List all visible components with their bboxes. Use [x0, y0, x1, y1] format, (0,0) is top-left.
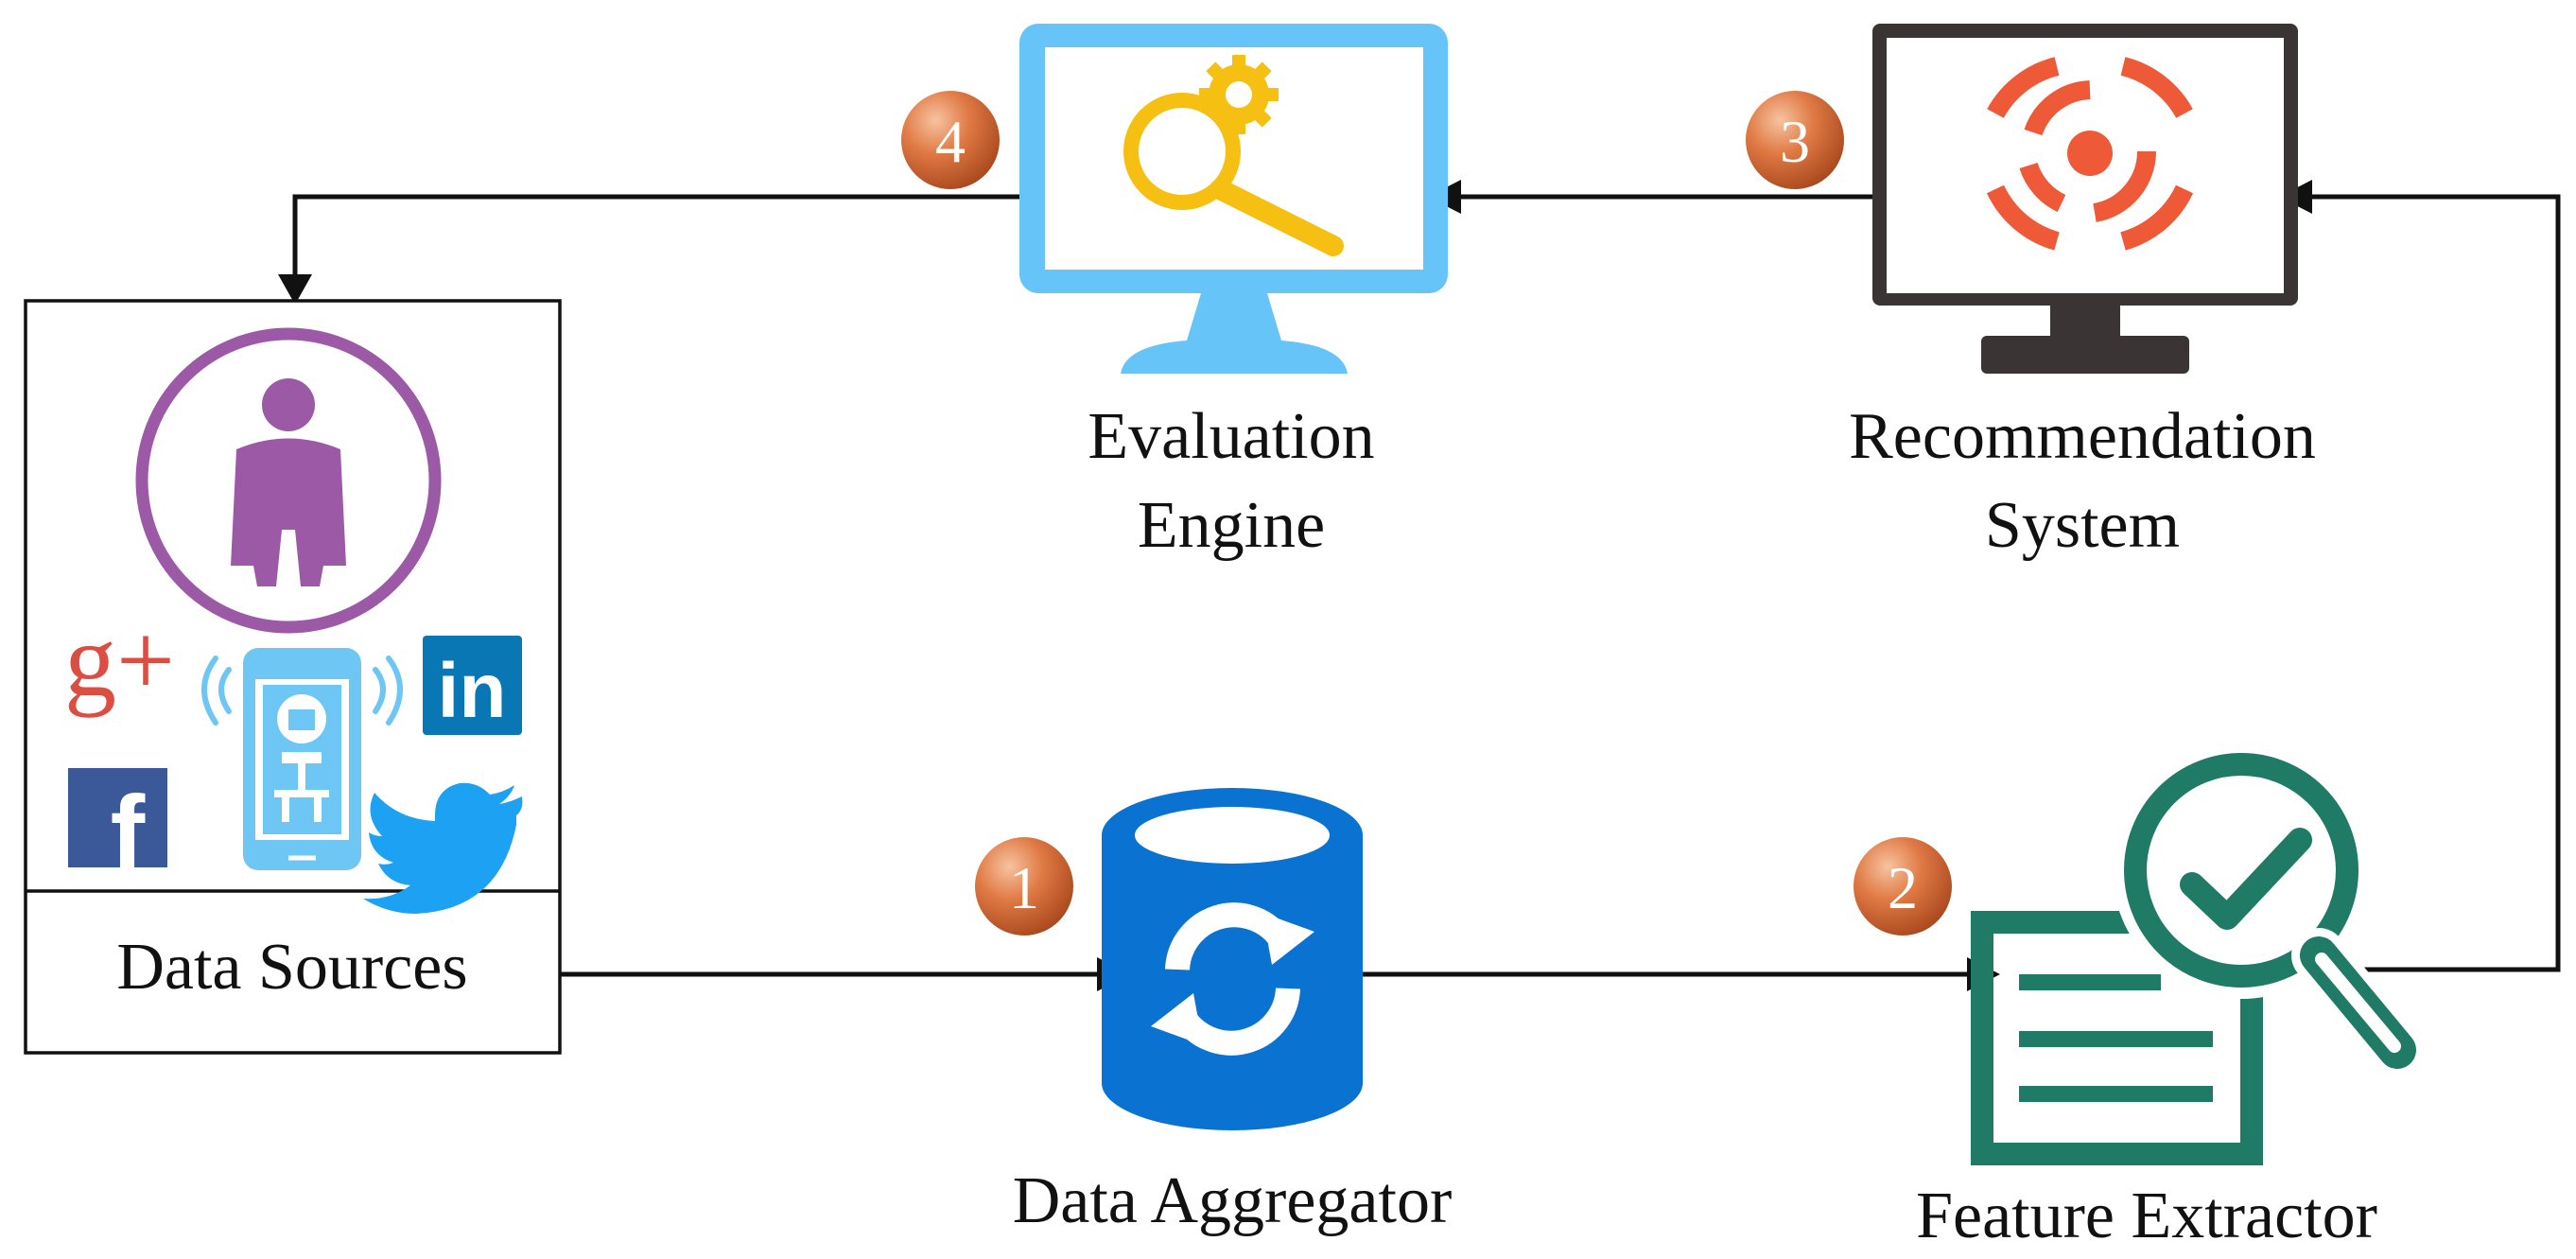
linkedin-icon: in [423, 636, 522, 735]
feature-extractor-node: Feature Extractor [1916, 742, 2425, 1252]
connectors [292, 194, 2561, 977]
feature-extractor-label: Feature Extractor [1916, 1180, 2377, 1252]
monitor-magnifier-gear-icon [1019, 24, 1448, 374]
facebook-glyph: f [111, 775, 146, 891]
evaluation-node: Evaluation Engine [1019, 24, 1448, 562]
step-badge-3: 3 [1746, 91, 1844, 189]
twitter-icon [363, 782, 523, 914]
step-badge-1: 1 [975, 837, 1073, 936]
step-number-3: 3 [1780, 108, 1810, 175]
data-aggregator-label: Data Aggregator [1013, 1164, 1453, 1237]
step-badge-2: 2 [1854, 837, 1952, 936]
step-number-2: 2 [1888, 854, 1918, 921]
recommendation-label-line2: System [1985, 489, 2180, 562]
step-badge-4: 4 [901, 91, 1000, 189]
evaluation-label-line2: Engine [1138, 489, 1325, 562]
google-plus-glyph: g+ [64, 603, 175, 718]
data-aggregator-node: Data Aggregator [1013, 788, 1453, 1237]
data-sources-label: Data Sources [116, 931, 467, 1004]
smartphone-icon [201, 648, 403, 870]
arrowhead-sources [278, 274, 312, 305]
evaluation-label-line1: Evaluation [1088, 400, 1374, 473]
google-plus-icon: g+ [64, 603, 175, 718]
database-sync-icon [1102, 788, 1363, 1130]
user-icon [135, 327, 442, 634]
data-sources-node: Data Sources g+ in f [24, 299, 562, 1055]
step-number-1: 1 [1009, 854, 1039, 921]
step-number-4: 4 [935, 108, 966, 175]
document-magnifier-check-icon [1971, 742, 2425, 1165]
monitor-target-icon [1872, 24, 2298, 374]
linkedin-glyph: in [438, 648, 507, 734]
arrow-evaluation-to-sources [292, 194, 1019, 289]
recommendation-label-line1: Recommendation [1849, 400, 2316, 473]
recommendation-node: Recommendation System [1849, 24, 2316, 562]
arrow-extractor-to-recommendation [2307, 194, 2561, 972]
facebook-icon: f [68, 768, 167, 891]
